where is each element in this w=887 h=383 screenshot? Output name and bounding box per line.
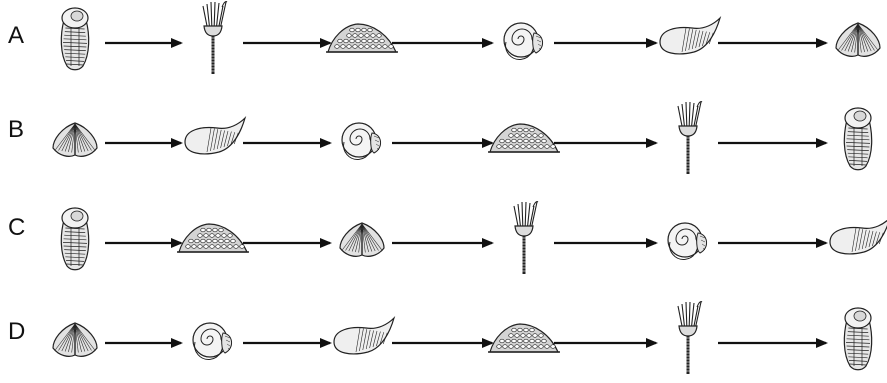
ammonite-icon: [504, 23, 543, 59]
crinoid-icon: [514, 202, 538, 274]
horn-coral-icon: [830, 218, 887, 254]
horn-coral-icon: [185, 118, 245, 154]
trilobite-icon: [844, 108, 871, 170]
brachiopod-icon: [836, 23, 880, 56]
brachiopod-icon: [53, 123, 97, 156]
bryozoan-icon: [326, 24, 398, 52]
trilobite-icon: [61, 8, 88, 70]
horn-coral-icon: [660, 18, 720, 54]
bryozoan-icon: [177, 224, 249, 252]
bryozoan-icon: [488, 124, 560, 152]
crinoid-icon: [678, 302, 702, 374]
bryozoan-icon: [488, 324, 560, 352]
crinoid-icon: [678, 102, 702, 174]
ammonite-icon: [193, 323, 232, 359]
crinoid-icon: [203, 2, 227, 74]
brachiopod-icon: [340, 223, 384, 256]
horn-coral-icon: [334, 318, 394, 354]
trilobite-icon: [844, 308, 871, 370]
trilobite-icon: [61, 208, 88, 270]
ammonite-icon: [342, 123, 381, 159]
ammonite-icon: [668, 223, 707, 259]
brachiopod-icon: [53, 323, 97, 356]
